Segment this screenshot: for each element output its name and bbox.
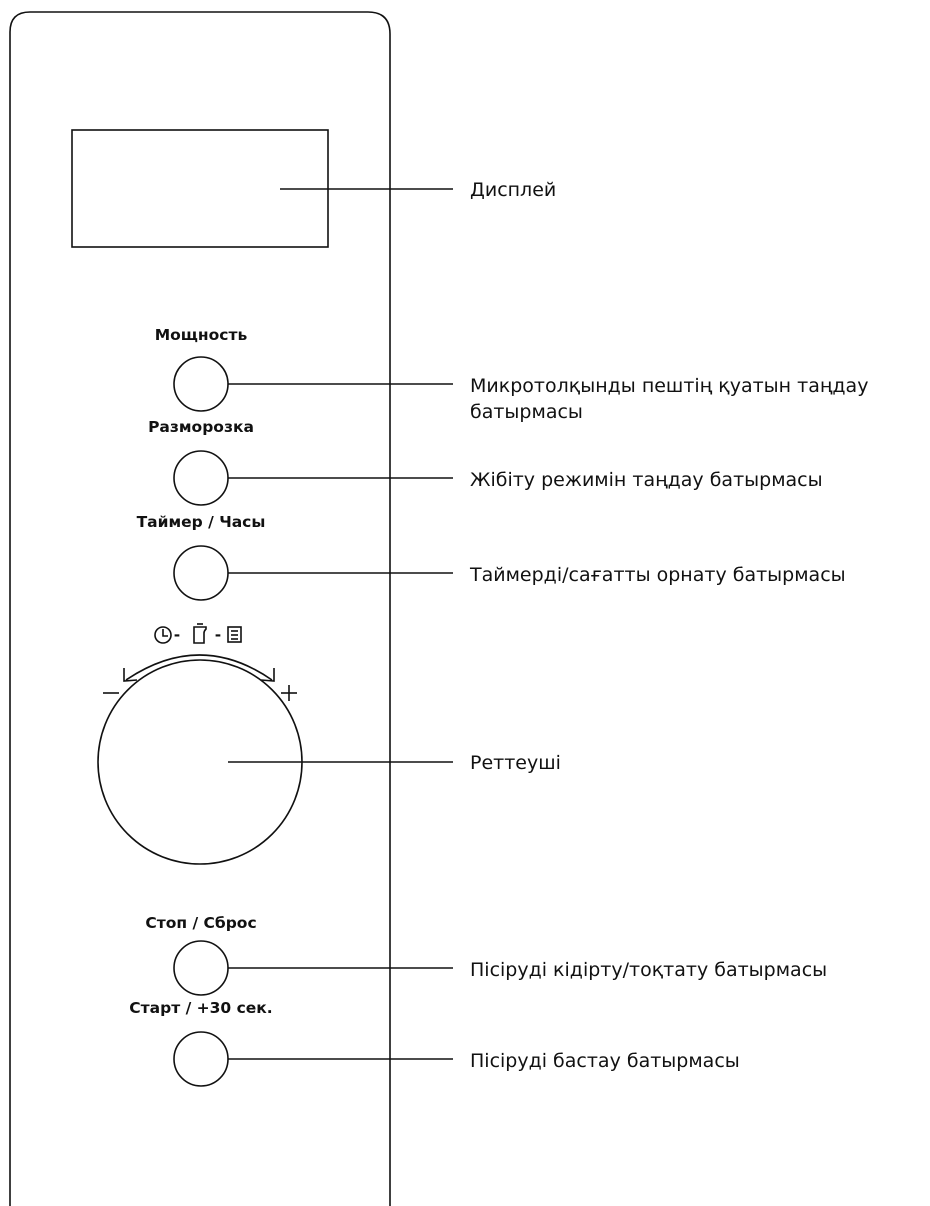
timer-callout-label: Таймерді/сағатты орнату батырмасы [469,564,846,586]
rotation-arrow-left-icon [123,668,138,682]
power-button[interactable] [173,356,229,412]
start-button[interactable] [173,1031,229,1087]
knob-callout-label: Реттеуші [470,752,561,774]
clock-icon [154,626,172,644]
rotation-arc [125,654,273,681]
timer-clock-button[interactable] [173,545,229,601]
defrost-button[interactable] [173,450,229,506]
mode-separator-2: - [215,626,221,644]
power-callout-label-line1: Микротолқынды пештің қуатын таңдау [470,375,868,397]
display-callout-label: Дисплей [470,179,556,201]
power-callout-label-line2: батырмасы [470,401,583,423]
power-button-label: Мощность [155,326,248,344]
panel-outline [9,11,391,1206]
defrost-button-label: Разморозка [148,418,254,436]
defrost-callout-label: Жібіту режимін таңдау батырмасы [470,469,823,491]
stop-reset-button[interactable] [173,940,229,996]
knob-plus-icon [281,685,297,701]
rotation-arrow-right-icon [260,668,275,682]
stop-reset-button-label: Стоп / Сброс [145,914,256,932]
mode-separator-1: - [174,626,180,644]
timer-clock-button-label: Таймер / Часы [137,513,266,531]
weight-icon [193,623,207,644]
menu-icon [227,626,242,643]
start-callout-label: Пісіруді бастау батырмасы [470,1050,740,1072]
stop-callout-label: Пісіруді кідірту/тоқтату батырмасы [470,959,827,981]
start-button-label: Старт / +30 сек. [129,999,272,1017]
